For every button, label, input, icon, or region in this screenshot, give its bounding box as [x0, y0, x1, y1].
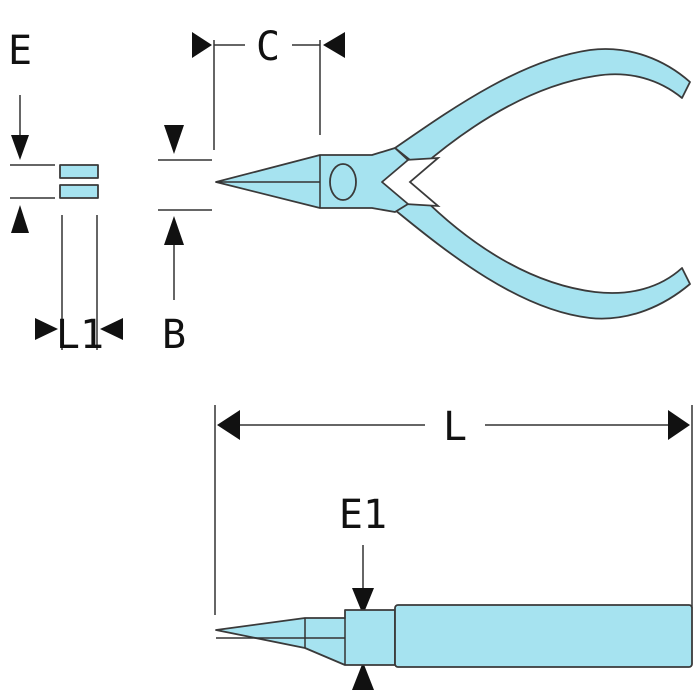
jaw-head: [215, 147, 409, 213]
upper-handle: [394, 48, 691, 169]
dimension-e: E: [8, 28, 55, 233]
side-handle: [394, 604, 693, 668]
label-e1: E1: [339, 492, 387, 538]
dimension-e1: E1: [339, 492, 387, 690]
label-l: L: [443, 404, 467, 450]
pliers-side-view: [215, 604, 693, 668]
jaw-end-view: [59, 164, 99, 199]
lower-handle: [394, 194, 691, 320]
label-c: C: [256, 24, 280, 70]
label-e: E: [8, 28, 32, 74]
dimension-l1: L1: [35, 215, 123, 358]
dimension-l: L: [214, 404, 693, 615]
pliers-top-view: [215, 48, 691, 320]
pivot-rivet: [329, 163, 357, 201]
label-b: B: [162, 312, 186, 358]
dimension-c: C: [192, 24, 345, 150]
dimension-b: B: [158, 125, 212, 358]
label-l1: L1: [56, 312, 104, 358]
